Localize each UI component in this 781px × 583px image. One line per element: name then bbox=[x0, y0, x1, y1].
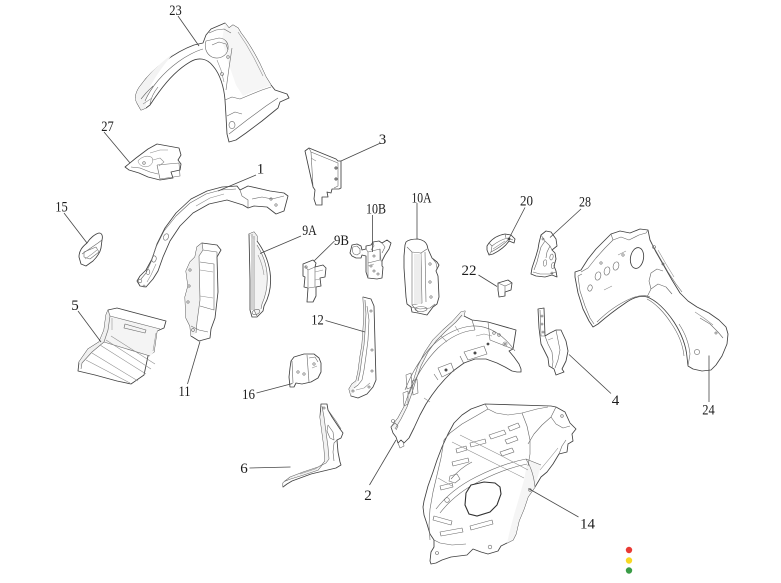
svg-text:4: 4 bbox=[612, 393, 620, 409]
svg-text:23: 23 bbox=[169, 3, 182, 19]
svg-text:10A: 10A bbox=[412, 191, 432, 207]
svg-text:22: 22 bbox=[462, 263, 477, 279]
svg-text:6: 6 bbox=[240, 461, 248, 477]
svg-text:15: 15 bbox=[55, 200, 68, 216]
svg-text:24: 24 bbox=[702, 403, 715, 419]
svg-text:3: 3 bbox=[379, 132, 387, 148]
svg-text:28: 28 bbox=[579, 195, 591, 211]
svg-text:14: 14 bbox=[580, 517, 596, 533]
svg-text:16: 16 bbox=[242, 387, 255, 403]
svg-text:12: 12 bbox=[311, 313, 324, 329]
svg-text:5: 5 bbox=[71, 298, 79, 314]
svg-text:20: 20 bbox=[520, 194, 533, 210]
svg-text:9B: 9B bbox=[334, 233, 349, 249]
svg-text:10B: 10B bbox=[366, 202, 386, 218]
svg-text:2: 2 bbox=[364, 488, 372, 504]
svg-text:11: 11 bbox=[179, 384, 191, 400]
svg-text:9A: 9A bbox=[302, 223, 317, 239]
svg-text:27: 27 bbox=[101, 119, 114, 135]
svg-text:1: 1 bbox=[257, 162, 265, 178]
